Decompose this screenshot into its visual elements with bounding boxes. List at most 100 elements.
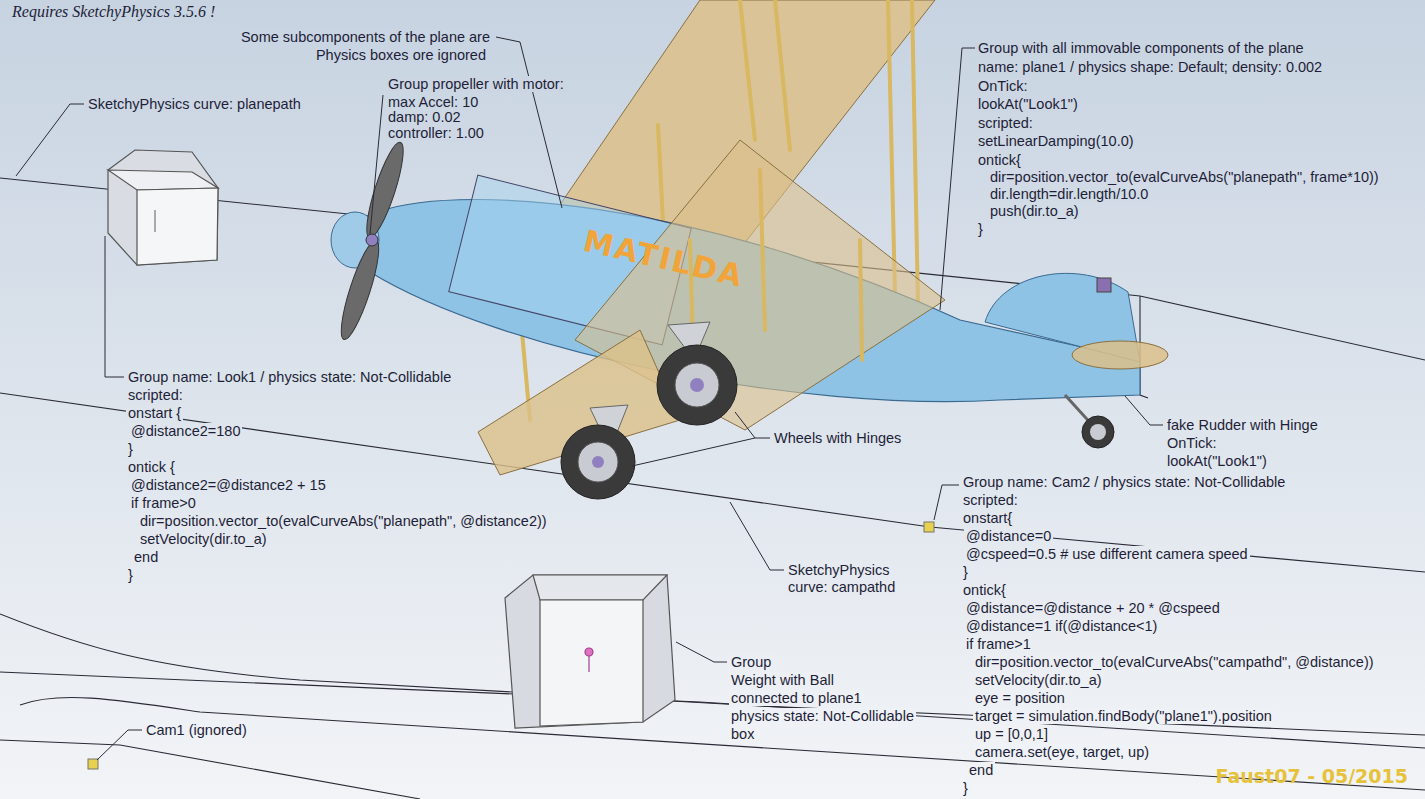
annotation-text: max Accel: 10 <box>386 94 480 110</box>
airplane <box>888 0 895 295</box>
annotation-text: } <box>126 567 135 583</box>
annotation-text: @distance=1 if(@distance<1) <box>964 618 1159 634</box>
annotation-text: @cspeed=0.5 # use different camera speed <box>964 546 1250 562</box>
annotation-text: SketchyPhysics <box>786 562 892 578</box>
look-cube <box>108 150 218 265</box>
annotation-text: @distance2=180 <box>129 423 242 439</box>
annotation-text: setLinearDamping(10.0) <box>976 133 1136 149</box>
leader-line <box>16 37 1163 760</box>
weight-cube <box>585 648 593 656</box>
annotation-text: scripted: <box>126 387 185 403</box>
weight-cube <box>505 575 675 728</box>
annotation-text: OnTick: <box>1165 435 1218 451</box>
curve-path <box>0 614 1425 735</box>
annotation-text: onstart{ <box>961 510 1014 526</box>
airplane <box>912 0 918 305</box>
annotation-text: camera.set(eye, target, up) <box>973 744 1151 760</box>
annotation-text: name: plane1 / physics shape: Default; d… <box>976 59 1324 75</box>
annotation-text: } <box>126 441 135 457</box>
leader-line <box>730 502 784 570</box>
annotation-text: Group <box>729 654 773 670</box>
annotation-text: physics state: Not-Collidable <box>729 708 916 724</box>
leader-line <box>934 485 959 520</box>
annotation-text: controller: 1.00 <box>386 125 486 141</box>
leader-line <box>632 438 755 466</box>
annotation-text: Wheels with Hinges <box>772 430 903 446</box>
title: Requires SketchyPhysics 3.5.6 ! <box>12 3 215 21</box>
airplane <box>334 237 385 342</box>
airplane <box>592 456 604 468</box>
look-cube <box>137 188 218 265</box>
annotation-text: end <box>132 549 160 565</box>
annotation-text: damp: 0.02 <box>386 109 463 125</box>
annotation-text: end <box>967 762 995 778</box>
annotation-text: target = simulation.findBody("plane1").p… <box>973 708 1274 724</box>
weight-cube <box>505 575 675 728</box>
camera-marker <box>88 759 98 769</box>
look-cube <box>108 150 218 265</box>
annotation-text: } <box>961 780 970 796</box>
annotation-text: Cam1 (ignored) <box>144 722 249 738</box>
camera-marker <box>88 522 934 769</box>
airplane <box>366 234 378 246</box>
airplane <box>1090 424 1106 440</box>
annotation-text: curve: campathd <box>786 579 897 595</box>
airplane <box>775 0 790 150</box>
annotation-text: push(dir.to_a) <box>988 203 1081 219</box>
annotation-text: Group with all immovable components of t… <box>976 40 1306 56</box>
annotation-text: dir=position.vector_to(evalCurveAbs("pla… <box>138 513 549 529</box>
airplane <box>1097 278 1111 292</box>
annotation-text: Group name: Look1 / physics state: Not-C… <box>126 369 453 385</box>
annotation-text: if frame>0 <box>129 495 198 511</box>
annotation-text: ontick{ <box>961 582 1008 598</box>
airplane <box>740 0 755 140</box>
airplane <box>561 425 635 499</box>
weight-cube <box>540 600 643 726</box>
weight-cube <box>533 575 667 600</box>
annotation-text: onstart { <box>126 405 183 421</box>
annotation-text: Group propeller with motor: <box>386 76 566 92</box>
airplane <box>760 170 765 330</box>
curve-path <box>0 672 1425 748</box>
annotation-text: lookAt("Look1") <box>1165 453 1269 469</box>
airplane <box>360 139 410 240</box>
annotation-text: @distance=0 <box>964 528 1053 544</box>
leader-line <box>370 95 383 234</box>
look-cube <box>154 210 155 232</box>
curve-path <box>0 178 1425 799</box>
annotation-text: ontick{ <box>976 152 1023 168</box>
annotation-text: box <box>729 726 756 742</box>
annotation-text: } <box>961 564 970 580</box>
airplane <box>1082 416 1114 448</box>
weight-cube <box>588 656 589 672</box>
annotation-text: Group name: Cam2 / physics state: Not-Co… <box>961 474 1287 490</box>
annotation-text: fake Rudder with Hinge <box>1165 417 1320 433</box>
leader-line <box>97 730 142 760</box>
camera-marker <box>924 522 934 532</box>
leader-line <box>105 236 124 377</box>
airplane <box>657 345 737 425</box>
annotation-text: dir=position.vector_to(evalCurveAbs("cam… <box>973 654 1376 670</box>
annotation-text: lookAt("Look1") <box>976 96 1080 112</box>
leader-line <box>496 37 562 208</box>
airplane <box>860 240 862 360</box>
leader-line <box>735 412 770 438</box>
annotation-text: eye = position <box>973 690 1067 706</box>
annotation-text: Physics boxes ore ignored <box>314 47 488 63</box>
airplane <box>1072 341 1168 369</box>
annotation-text: Some subcomponents of the plane are <box>239 29 492 45</box>
curve-path <box>20 697 1425 790</box>
annotation-text: setVelocity(dir.to_a) <box>138 531 269 547</box>
airplane <box>578 442 618 482</box>
annotation-text: if frame>1 <box>964 636 1033 652</box>
look-cube <box>108 170 218 190</box>
annotation-text: connected to plane1 <box>729 690 864 706</box>
leader-line <box>940 48 975 310</box>
curve-path <box>1140 296 1425 360</box>
annotation-text: @distance=@distance + 20 * @cspeed <box>964 600 1222 616</box>
annotation-text: setVelocity(dir.to_a) <box>973 672 1104 688</box>
annotation-text: ontick { <box>126 459 177 475</box>
